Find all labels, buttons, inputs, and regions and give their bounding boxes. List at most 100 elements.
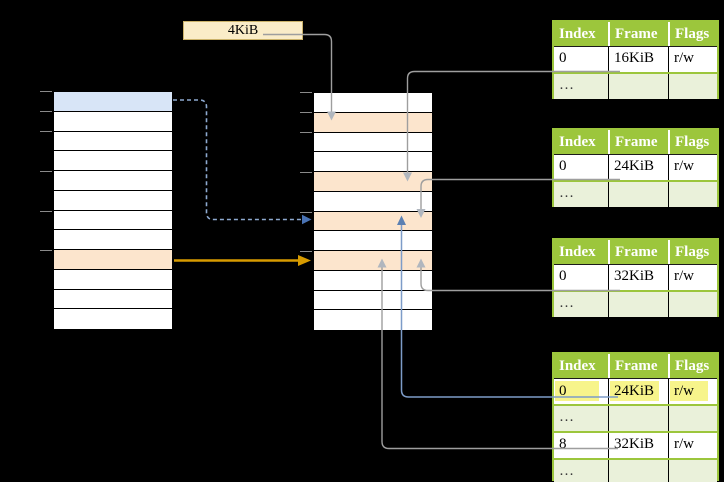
memory-cell (314, 231, 432, 251)
table-cell (608, 292, 668, 317)
table-cell: 32KiB (608, 433, 668, 458)
address-tick (40, 91, 52, 92)
address-tick (40, 210, 52, 212)
table-row: 0 24KiB r/w (554, 379, 717, 404)
memory-cell (54, 111, 172, 132)
table-cell (608, 74, 668, 99)
memory-cell (314, 93, 432, 113)
memory-cell (54, 210, 172, 231)
table-cell: 8 (559, 436, 567, 452)
table-cell: r/w (668, 155, 717, 180)
table-header-cell: Index (559, 358, 596, 374)
memory-cell (54, 190, 172, 211)
connector-dashed-blue-arrowhead (302, 214, 312, 225)
address-tick (300, 251, 312, 253)
table-cell (608, 406, 668, 431)
memory-cell (54, 131, 172, 152)
address-tick (40, 170, 52, 172)
table-cell (668, 406, 717, 431)
table-header-cell: Index (559, 134, 596, 150)
table-header-cell: Flags (668, 240, 717, 264)
table-header-cell: Index (559, 244, 596, 260)
memory-cell (314, 251, 432, 271)
table-cell: 24KiB (608, 155, 668, 180)
memory-cell (54, 151, 172, 171)
table-cell (668, 182, 717, 207)
table-cell: 0 (559, 158, 567, 174)
memory-cell (314, 112, 432, 133)
memory-cell (54, 171, 172, 191)
address-tick (300, 92, 312, 93)
table-cell (668, 460, 717, 482)
table-cell: … (559, 409, 575, 425)
table-header-cell: Frame (608, 130, 668, 154)
memory-cell (314, 152, 432, 172)
table-row: … (554, 180, 717, 207)
memory-cell (314, 211, 432, 232)
memory-cell (54, 250, 172, 270)
memory-cell (54, 269, 172, 290)
memory-cell (314, 191, 432, 212)
highlighted-value: r/w (670, 381, 708, 401)
table-cell: … (559, 77, 575, 93)
address-tick (300, 211, 312, 213)
table-row: … (554, 72, 717, 99)
memory-cell (54, 309, 172, 329)
memory-cell (314, 270, 432, 291)
memory-column-right (313, 92, 433, 331)
memory-cell (314, 290, 432, 311)
memory-cell (314, 172, 432, 192)
memory-cell (54, 92, 172, 112)
table-header-cell: Frame (608, 354, 668, 378)
table-cell: 0 (559, 268, 567, 284)
memory-cell (54, 289, 172, 310)
table-header-cell: Frame (608, 22, 668, 46)
table-cell: 0 (554, 379, 608, 404)
table-cell: r/w (668, 265, 717, 290)
connector-dashed-blue-arrow (173, 99, 302, 221)
table-header-cell: Frame (608, 240, 668, 264)
table-cell: … (559, 463, 575, 479)
table-cell: r/w (668, 47, 717, 72)
table-row: … (554, 404, 717, 431)
memory-cell (314, 132, 432, 153)
highlighted-value: 24KiB (610, 381, 659, 401)
address-tick (40, 130, 52, 132)
table-cell (608, 460, 668, 482)
address-tick (300, 171, 312, 173)
highlighted-value: 0 (555, 381, 599, 401)
memory-cell (314, 310, 432, 330)
table-header-cell: Flags (668, 354, 717, 378)
address-tick (300, 131, 312, 133)
table-cell: 16KiB (608, 47, 668, 72)
table-cell: 24KiB (608, 379, 668, 404)
table-row: … (554, 458, 717, 482)
memory-cell (54, 230, 172, 250)
table-cell (668, 74, 717, 99)
address-tick (40, 110, 52, 112)
table-cell: … (559, 295, 575, 311)
table-cell: 0 (559, 50, 567, 66)
table-header-cell: Index (559, 26, 596, 42)
table-cell: r/w (668, 379, 717, 404)
table-header-cell: Flags (668, 22, 717, 46)
table-cell: 32KiB (608, 265, 668, 290)
connector-orange-arrowhead (298, 255, 311, 266)
table-header-cell: Flags (668, 130, 717, 154)
table-cell (668, 292, 717, 317)
table-cell: r/w (668, 433, 717, 458)
table-row: … (554, 290, 717, 317)
